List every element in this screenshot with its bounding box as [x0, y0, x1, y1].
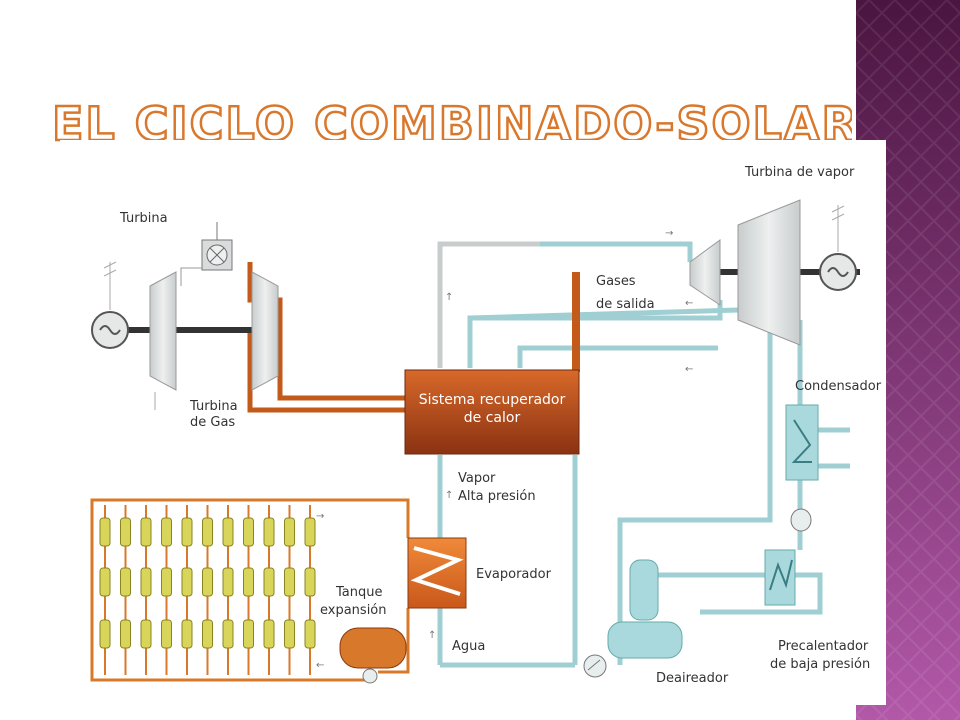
- solar-collector-tube-icon: [161, 567, 172, 597]
- svg-text:↑: ↑: [445, 490, 453, 501]
- label-condensador: Condensador: [795, 379, 882, 394]
- solar-collector-tube-icon: [181, 567, 193, 597]
- solar-collector-tube-icon: [99, 517, 111, 547]
- solar-collector-tube-icon: [243, 567, 254, 597]
- label-precal-2: de baja presión: [770, 657, 870, 672]
- solar-collector-tube-icon: [99, 567, 111, 597]
- solar-loop-pipes: [90, 498, 410, 682]
- solar-collector-tube-icon: [304, 517, 316, 547]
- solar-collector-tube-icon: [222, 517, 234, 547]
- solar-collector-field: [99, 505, 316, 675]
- deaerator: [583, 559, 683, 678]
- exhaust-stack: [572, 272, 580, 372]
- solar-collector-tube-icon: [243, 517, 254, 547]
- label-turbina-gas-2: de Gas: [190, 415, 235, 430]
- label-turbina: Turbina: [119, 211, 168, 226]
- solar-collector-tube-icon: [284, 517, 295, 547]
- solar-collector-tube-icon: [202, 619, 213, 649]
- label-agua: Agua: [452, 639, 485, 654]
- solar-collector-tube-icon: [202, 517, 213, 547]
- label-evaporador: Evaporador: [476, 567, 552, 582]
- solar-collector-tube-icon: [181, 619, 193, 649]
- hrsg-label-2: de calor: [464, 410, 521, 426]
- label-gases-1: Gases: [596, 274, 636, 289]
- solar-collector-tube-icon: [304, 619, 316, 649]
- gas-turbine: [91, 222, 279, 410]
- solar-collector-tube-icon: [263, 619, 275, 649]
- label-gases-2: de salida: [596, 297, 655, 312]
- label-tanque-2: expansión: [320, 603, 387, 618]
- solar-collector-tube-icon: [99, 619, 111, 649]
- steam-water-pipes: [437, 241, 850, 668]
- svg-text:↑: ↑: [445, 292, 453, 303]
- label-turbina-vapor: Turbina de vapor: [744, 165, 855, 180]
- solar-collector-tube-icon: [140, 517, 152, 547]
- label-deaireador: Deaireador: [656, 671, 729, 686]
- solar-collector-tube-icon: [161, 619, 172, 649]
- solar-collector-tube-icon: [263, 567, 275, 597]
- svg-text:→: →: [665, 228, 673, 239]
- solar-collector-tube-icon: [120, 619, 131, 649]
- exhaust-oil-pipes: [247, 262, 405, 413]
- evaporator: [407, 537, 467, 609]
- flow-arrows: → ↑ ← ← ↑ → ← ↑: [316, 228, 693, 671]
- heat-recovery-system: Sistema recuperador de calor: [404, 369, 580, 455]
- svg-text:←: ←: [316, 660, 324, 671]
- label-precal-1: Precalentador: [778, 639, 869, 654]
- solar-collector-tube-icon: [304, 567, 316, 597]
- solar-collector-tube-icon: [140, 567, 152, 597]
- svg-text:→: →: [316, 511, 324, 522]
- label-turbina-gas-1: Turbina: [189, 399, 238, 414]
- solar-collector-tube-icon: [243, 619, 254, 649]
- solar-collector-tube-icon: [202, 567, 213, 597]
- label-vapor-2: Alta presión: [458, 489, 536, 504]
- label-tanque-1: Tanque: [335, 585, 382, 600]
- expansion-tank: [339, 627, 407, 684]
- hrsg-label-1: Sistema recuperador: [419, 392, 566, 408]
- solar-collector-tube-icon: [284, 619, 295, 649]
- svg-text:←: ←: [685, 364, 693, 375]
- solar-collector-tube-icon: [161, 517, 172, 547]
- solar-collector-tube-icon: [120, 517, 131, 547]
- hp-steam-pipe: [437, 241, 540, 368]
- solar-collector-tube-icon: [181, 517, 193, 547]
- solar-collector-tube-icon: [263, 517, 275, 547]
- solar-collector-tube-icon: [140, 619, 152, 649]
- solar-collector-tube-icon: [222, 619, 234, 649]
- solar-collector-tube-icon: [120, 567, 131, 597]
- condenser: [785, 404, 819, 532]
- combined-cycle-diagram: Sistema recuperador de calor: [60, 140, 886, 705]
- solar-collector-tube-icon: [222, 567, 234, 597]
- svg-text:↑: ↑: [428, 630, 436, 641]
- svg-text:←: ←: [685, 298, 693, 309]
- steam-turbine: [689, 199, 860, 346]
- solar-collector-tube-icon: [284, 567, 295, 597]
- label-vapor-1: Vapor: [458, 471, 496, 486]
- low-pressure-preheater: [764, 549, 796, 606]
